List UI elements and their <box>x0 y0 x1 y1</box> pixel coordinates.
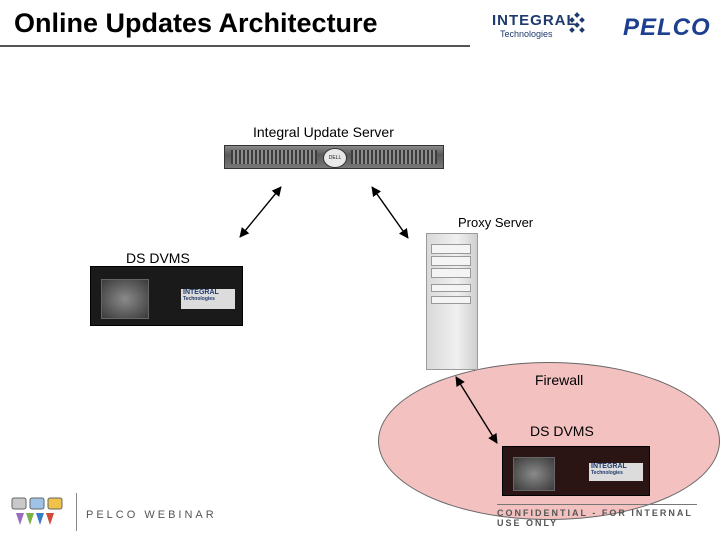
integral-logo: INTEGRAL Technologies <box>492 12 577 39</box>
footer-divider <box>76 493 77 531</box>
integral-logo-subtext: Technologies <box>500 29 553 39</box>
proxy-server-tower <box>426 233 478 370</box>
dvms-left-label: DS DVMS <box>126 250 190 266</box>
integral-logo-text: INTEGRAL <box>492 12 577 29</box>
slide-title: Online Updates Architecture <box>14 8 378 38</box>
footer-confidential-text: CONFIDENTIAL - FOR INTERNAL USE ONLY <box>497 508 693 528</box>
pelco-logo: PELCO <box>623 14 711 41</box>
confidential-rule <box>497 504 697 505</box>
dvms-right-logo: INTEGRAL Technologies <box>589 463 643 481</box>
dvms-left-unit: INTEGRAL Technologies <box>90 266 243 326</box>
server-badge: DELL <box>323 148 347 168</box>
dvms-left-logo: INTEGRAL Technologies <box>181 289 235 309</box>
title-bar: Online Updates Architecture <box>0 0 720 50</box>
arrow-proxy-to-dvms <box>455 376 498 444</box>
update-server-label: Integral Update Server <box>253 124 394 140</box>
firewall-label: Firewall <box>535 372 584 388</box>
update-server-rack: DELL <box>224 145 444 169</box>
title-underline <box>0 45 470 47</box>
footer-webinar-text: PELCO WEBINAR <box>86 509 217 521</box>
dvms-right-label: DS DVMS <box>530 423 594 439</box>
proxy-server-label: Proxy Server <box>458 215 534 230</box>
dvms-right-unit: INTEGRAL Technologies <box>502 446 650 496</box>
integral-diamond-icon <box>569 12 585 33</box>
arrow-update-server-to-dvms <box>239 186 282 238</box>
arrow-update-server-to-proxy <box>371 186 409 239</box>
pelco-webinar-logo-icon <box>11 497 63 525</box>
